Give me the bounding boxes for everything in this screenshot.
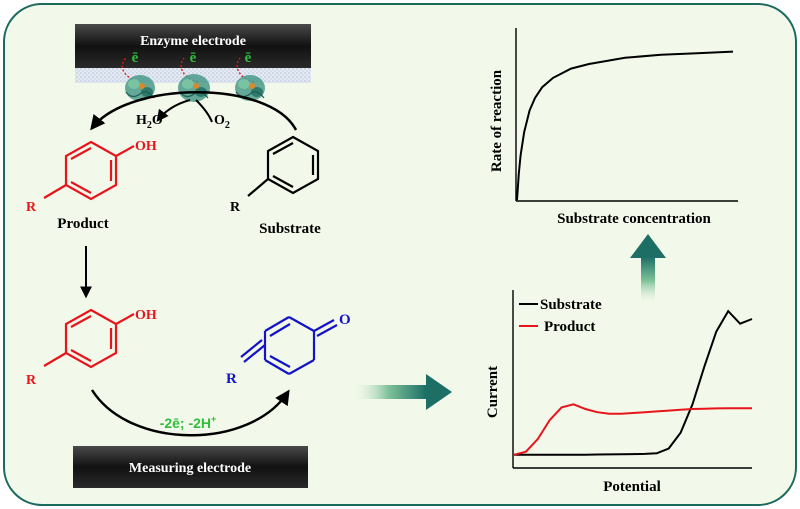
voltammetry-chart-ylabel: Current (485, 366, 501, 418)
product-molecule-top (43, 140, 135, 201)
h2o-label: H2O (136, 113, 163, 131)
substrate-molecule (247, 135, 320, 197)
product-top-label: Product (57, 216, 108, 232)
o2-uptake-arrow (195, 99, 213, 123)
voltammetry-chart: Substrate Product Potential Current (485, 290, 753, 495)
voltammetry-substrate-line (514, 309, 753, 456)
enzyme-reaction-arc (90, 91, 298, 131)
enzyme-icon (125, 74, 265, 102)
o2-label: O2 (214, 113, 230, 131)
rate-chart-series-line (516, 50, 734, 201)
substrate-label: Substrate (259, 221, 321, 237)
oxidation-label: -2ē; -2H+ (160, 414, 217, 431)
h2o-release-arrow (156, 99, 191, 122)
electron-3: ē (245, 50, 252, 66)
voltammetry-chart-xlabel: Potential (603, 479, 661, 495)
legend-substrate-label: Substrate (540, 297, 602, 313)
enzyme-electrode-bar (75, 24, 311, 68)
right-gradient-arrow-icon (350, 374, 452, 410)
electron-2: ē (190, 50, 197, 66)
measuring-electrode-bar (73, 446, 308, 488)
background-panel (3, 3, 797, 506)
rate-chart-xlabel: Substrate concentration (557, 211, 711, 227)
enzyme-electrode-label: Enzyme electrode (140, 34, 246, 49)
voltammetry-product-line (513, 403, 752, 456)
rate-chart-ylabel: Rate of reaction (489, 69, 505, 172)
product-bottom-oh: OH (135, 308, 157, 323)
measuring-electrode: Measuring electrode (73, 446, 308, 488)
quinone-o: O (339, 312, 351, 328)
legend-product-label: Product (544, 319, 595, 335)
quinone-molecule (240, 316, 338, 375)
electron-path-2 (180, 57, 199, 83)
quinone-r: R (226, 371, 237, 387)
product-top-r: R (26, 200, 37, 215)
electron-path-3 (236, 57, 255, 83)
measuring-electrode-label: Measuring electrode (129, 461, 251, 476)
electron-1: ē (132, 50, 139, 66)
product-bottom-r: R (26, 373, 37, 388)
product-top-oh: OH (135, 139, 157, 154)
substrate-r: R (230, 200, 241, 215)
up-gradient-arrow-icon (630, 234, 666, 305)
rate-chart: Substrate concentration Rate of reaction (489, 28, 738, 227)
product-molecule-bottom (43, 308, 135, 369)
oxidation-arc (90, 389, 290, 437)
